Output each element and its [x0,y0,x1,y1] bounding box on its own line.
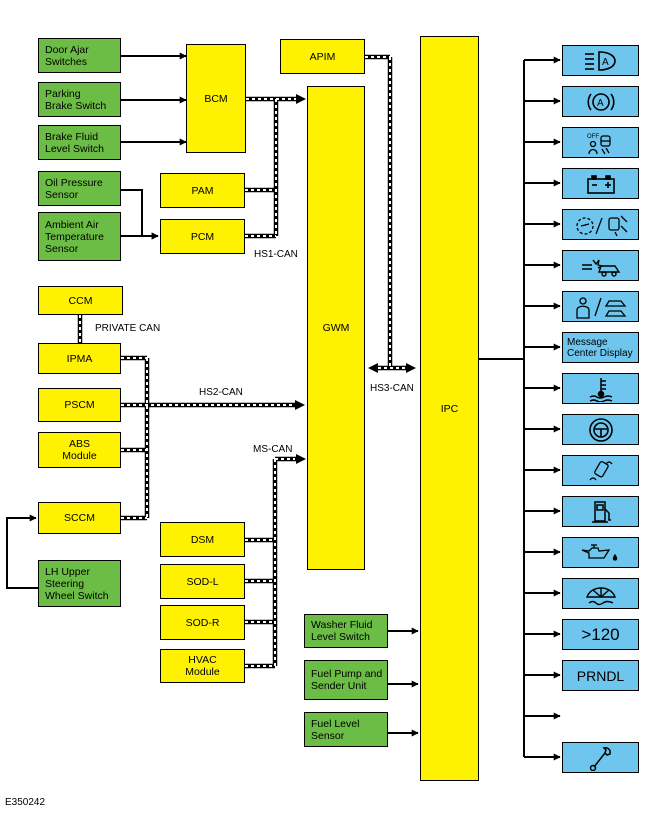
oil-pressure-icon [581,543,617,561]
auto-hold-indicator: A [562,86,639,117]
hvac-module: HVAC Module [160,649,245,683]
sod-l-module: SOD-L [160,564,245,599]
stability-control-icon [588,460,613,480]
headlamp-auto-icon: A [584,50,616,71]
private-can-label: PRIVATE CAN [95,323,161,334]
lane-keeping-icon [575,296,626,319]
ipc-module: IPC [420,36,479,781]
parking-brake-switch-box: Parking Brake Switch [38,82,121,117]
oil-pressure-sensor-box: Oil Pressure Sensor [38,171,121,206]
prndl-indicator: PRNDL [562,660,639,691]
svg-text:OFF: OFF [587,134,599,140]
service-wrench-icon [589,746,611,771]
airbag-off-indicator: OFF [562,127,639,158]
overspeed-indicator: >120 [562,619,639,650]
fuel-door-indicator [562,496,639,527]
pcm-module: PCM [160,219,245,254]
hs2-can-label: HS2-CAN [199,387,243,398]
power-steering-indicator [562,414,639,445]
coolant-temperature-icon [589,377,612,402]
airbag-off-icon: OFF [587,134,611,154]
fuel-door-icon [591,500,611,523]
dsm-module: DSM [160,522,245,557]
door-ajar-switches-box: Door Ajar Switches [38,38,121,73]
washer-fluid-level-switch-box: Washer Fluid Level Switch [304,614,388,648]
coolant-temperature-indicator [562,373,639,404]
washer-fluid-icon [585,586,616,605]
can-bus-arrowheads [295,94,416,464]
parking-aid-icon [575,215,627,236]
lh-upper-steering-wheel-switch-box: LH Upper Steering Wheel Switch [38,560,121,607]
fuel-level-sensor-box: Fuel Level Sensor [304,712,388,747]
sccm-module: SCCM [38,502,121,534]
battery-indicator [562,168,639,199]
svg-text:A: A [597,98,604,109]
apim-module: APIM [280,39,365,74]
fuel-pump-sender-unit-box: Fuel Pump and Sender Unit [304,660,388,700]
svg-text:A: A [602,57,609,68]
abs-module: ABS Module [38,432,121,468]
ms-can-label: MS-CAN [253,444,293,455]
pre-collision-indicator [562,250,639,281]
ipma-module: IPMA [38,343,121,374]
lane-keeping-indicator [562,291,639,322]
washer-fluid-indicator [562,578,639,609]
ambient-air-temperature-sensor-box: Ambient Air Temperature Sensor [38,212,121,261]
battery-icon [586,174,615,194]
stability-control-indicator [562,455,639,486]
figure-reference: E350242 [5,797,46,808]
pre-collision-icon [581,259,620,277]
brake-fluid-level-switch-box: Brake Fluid Level Switch [38,125,121,160]
indicator-feed-arrows [524,56,561,761]
message-center-display: Message Center Display [562,332,639,363]
headlamp-auto-indicator: A [562,45,639,76]
gwm-module: GWM [307,86,365,570]
hs3-can-label: HS3-CAN [370,383,414,394]
hardwired-connections [6,52,525,757]
bcm-module: BCM [186,44,246,153]
auto-hold-icon: A [586,92,615,111]
pscm-module: PSCM [38,388,121,422]
pam-module: PAM [160,173,245,208]
power-steering-icon [588,417,613,442]
can-bus-dashes [79,56,406,667]
parking-aid-indicator [562,209,639,240]
wrench-service-indicator [562,742,639,773]
hs1-can-label: HS1-CAN [254,249,298,260]
ccm-module: CCM [38,286,123,315]
sod-r-module: SOD-R [160,605,245,640]
oil-pressure-indicator [562,537,639,568]
